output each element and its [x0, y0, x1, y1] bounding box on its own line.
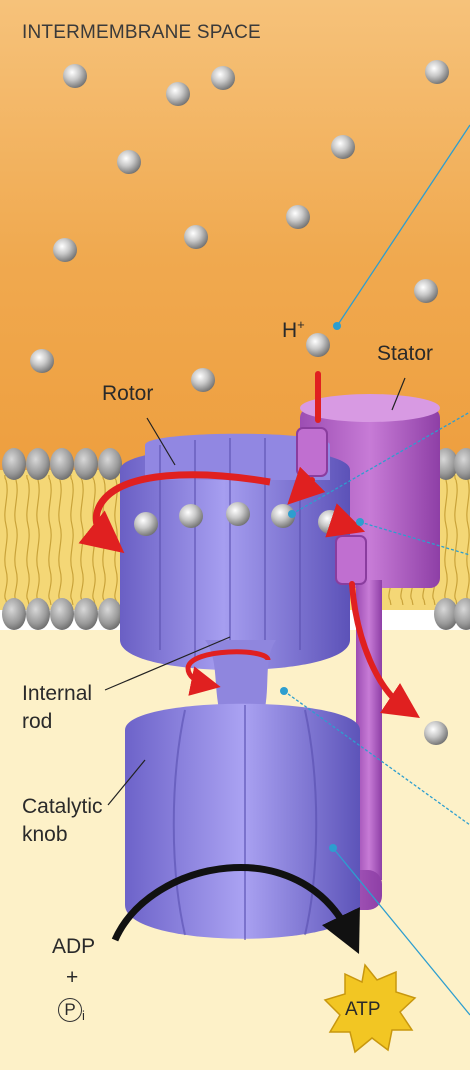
proton-charge: +: [297, 317, 305, 332]
proton-symbol: H: [282, 319, 297, 342]
matrix-proton: [424, 721, 448, 745]
adp-label: ADP: [52, 934, 95, 959]
internal-rod-label-line2: rod: [22, 709, 92, 734]
region-title: INTERMEMBRANE SPACE: [22, 22, 261, 45]
internal-rod-label: Internal rod: [22, 681, 92, 734]
phosphate-symbol: P: [58, 998, 82, 1022]
proton-label: H+: [282, 317, 305, 343]
phosphate-subscript: i: [82, 1008, 85, 1023]
catalytic-knob-label-line1: Catalytic: [22, 794, 103, 819]
rotor-label: Rotor: [102, 381, 153, 406]
internal-rod-label-line1: Internal: [22, 681, 92, 706]
stator-label: Stator: [377, 341, 433, 366]
plus-label: +: [66, 965, 78, 990]
catalytic-knob-label-line2: knob: [22, 822, 103, 847]
catalytic-knob-label: Catalytic knob: [22, 794, 103, 847]
catalytic-knob: [125, 704, 360, 940]
atp-label: ATP: [345, 999, 381, 1022]
